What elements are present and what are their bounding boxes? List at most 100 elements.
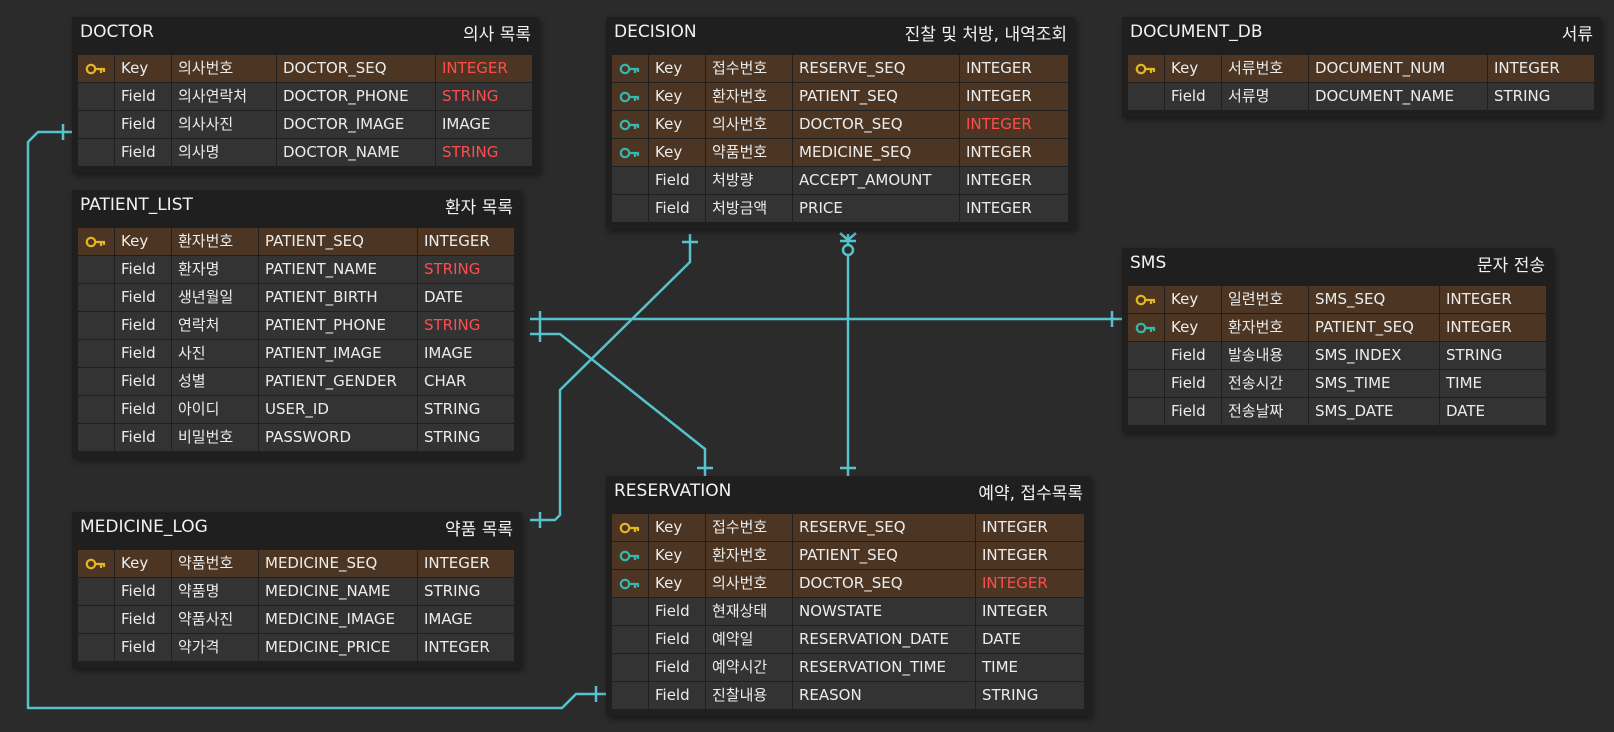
column-name: DOCUMENT_NUM <box>1309 55 1487 82</box>
column-korean-name: 약품번호 <box>706 139 792 166</box>
column-name: RESERVATION_DATE <box>793 626 975 653</box>
column-name: MEDICINE_IMAGE <box>259 606 417 633</box>
column-korean-name: 서류번호 <box>1222 55 1308 82</box>
column-type: STRING <box>436 83 532 110</box>
row-kind: Field <box>115 606 171 633</box>
row-icon-cell <box>612 195 648 222</box>
column-type: INTEGER <box>418 228 514 255</box>
row-icon-cell <box>78 284 114 311</box>
column-name: PATIENT_IMAGE <box>259 340 417 367</box>
column-name: ACCEPT_AMOUNT <box>793 167 959 194</box>
row-kind: Field <box>649 195 705 222</box>
row-icon-cell <box>612 654 648 681</box>
row-kind: Field <box>1165 398 1221 425</box>
row-kind: Field <box>115 340 171 367</box>
row-kind: Field <box>649 654 705 681</box>
column-korean-name: 아이디 <box>172 396 258 423</box>
column-type: INTEGER <box>1488 55 1594 82</box>
row-icon-cell <box>78 83 114 110</box>
column-korean-name: 현재상태 <box>706 598 792 625</box>
row-icon-cell <box>78 634 114 661</box>
primary-key-icon <box>1135 59 1157 77</box>
column-korean-name: 전송날짜 <box>1222 398 1308 425</box>
column-type: INTEGER <box>960 167 1068 194</box>
column-type: STRING <box>436 139 532 166</box>
column-korean-name: 의사사진 <box>172 111 276 138</box>
column-korean-name: 사진 <box>172 340 258 367</box>
column-name: DOCTOR_SEQ <box>277 55 435 82</box>
column-name: NOWSTATE <box>793 598 975 625</box>
row-kind: Key <box>649 514 705 541</box>
column-name: DOCUMENT_NAME <box>1309 83 1487 110</box>
column-type: TIME <box>1440 370 1546 397</box>
row-kind: Key <box>649 55 705 82</box>
column-name: PATIENT_PHONE <box>259 312 417 339</box>
column-name: DOCTOR_SEQ <box>793 570 975 597</box>
row-kind: Field <box>115 312 171 339</box>
row-kind: Field <box>115 634 171 661</box>
column-name: MEDICINE_SEQ <box>259 550 417 577</box>
primary-key-icon <box>85 554 107 572</box>
column-name: SMS_TIME <box>1309 370 1439 397</box>
row-kind: Key <box>649 139 705 166</box>
column-korean-name: 비밀번호 <box>172 424 258 451</box>
decision-many-marker-a <box>839 232 849 241</box>
row-kind: Field <box>115 368 171 395</box>
foreign-key-icon <box>619 87 641 105</box>
foreign-key-icon <box>619 143 641 161</box>
row-icon-cell <box>612 139 648 166</box>
row-kind: Field <box>115 256 171 283</box>
row-icon-cell <box>612 55 648 82</box>
entity-name: DOCTOR <box>80 22 154 42</box>
column-korean-name: 환자번호 <box>1222 314 1308 341</box>
